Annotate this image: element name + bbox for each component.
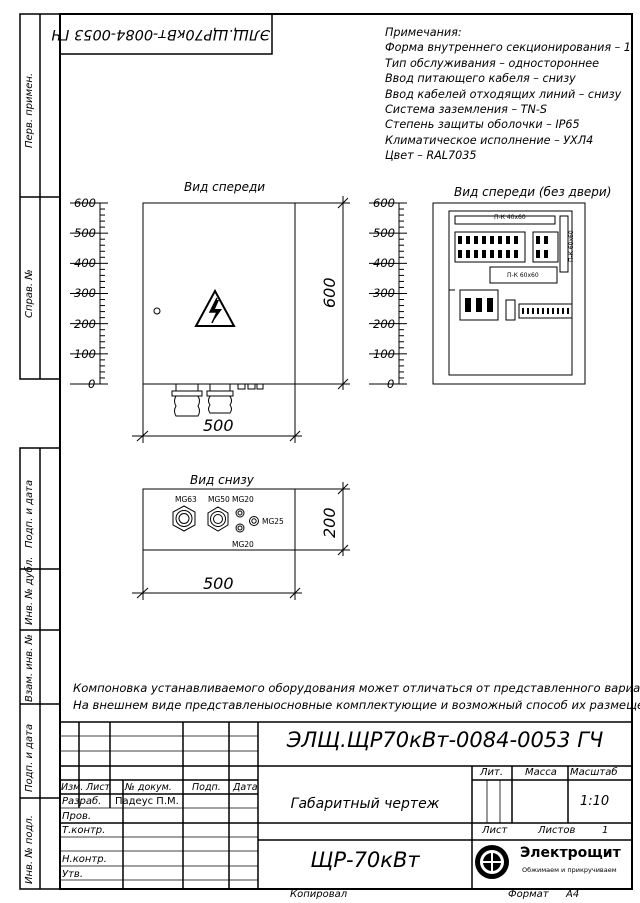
ruler-tick-label: 300 [74, 286, 96, 300]
bottom-view-title: Вид снизу [190, 473, 254, 487]
side-label-vzam-inv: Взам. инв. № [24, 634, 35, 702]
ruler-tick-label: 200 [373, 317, 395, 331]
doc-title: Габаритный чертеж [290, 796, 440, 812]
tb-mass-label: Масса [525, 767, 557, 778]
front-width-dimension: 500 [203, 416, 234, 435]
tb-header-list: Лист [86, 782, 111, 793]
tb-role-razrab: Разраб. [62, 796, 102, 807]
ruler-tick-label: 600 [373, 196, 395, 210]
gland-label: MG20 [232, 495, 254, 504]
tb-header-docnum: № докум. [125, 782, 172, 793]
tb-role-nkontr: Н.контр. [62, 854, 107, 865]
tb-sheet-label: Лист [482, 825, 508, 836]
tb-role-tkontr: Т.контр. [62, 825, 106, 836]
company-logo-icon [475, 845, 509, 879]
gland-label: MG20 [232, 540, 254, 549]
note-line: Система заземления – TN-S [385, 103, 547, 117]
format-label: Формат [508, 889, 549, 900]
gland-label: MG63 [175, 495, 197, 504]
side-label-inv-dubl: Инв. № дубл. [24, 556, 35, 625]
product-name: ЩР-70кВт [310, 848, 420, 872]
ruler-tick-label: 500 [74, 226, 96, 240]
rotated-designation-stamp: ЭЛЩ.ЩР70кВт-0084-0053 ГЧ [51, 26, 270, 42]
ruler-tick-label: 100 [74, 347, 96, 361]
gland-label: MG50 [208, 495, 230, 504]
bottom-depth-dimension: 200 [320, 507, 339, 538]
tb-scale-label: Масштаб [570, 767, 618, 778]
front-height-dimension: 600 [320, 277, 339, 308]
side-label-sprav: Справ. № [24, 269, 35, 318]
tb-header-izm: Изм. [61, 782, 84, 793]
side-label-podp-data-2: Подп. и дата [24, 723, 35, 792]
note-line: Ввод кабелей отходящих линий – снизу [385, 87, 622, 101]
document-designation: ЭЛЩ.ЩР70кВт-0084-0053 ГЧ [286, 728, 604, 752]
copied-label: Копировал [290, 889, 348, 900]
note-line: Форма внутреннего секционирования – 1 [385, 41, 631, 55]
note-line: Климатическое исполнение – УХЛ4 [385, 133, 594, 147]
duct-label-right: П-К 60х60 [568, 230, 575, 262]
ruler-tick-label: 0 [88, 377, 96, 391]
ruler-tick-label: 200 [74, 317, 96, 331]
note-line: Степень защиты оболочки – IP65 [385, 118, 580, 132]
front-open-view-title: Вид спереди (без двери) [454, 185, 612, 199]
tb-role-utv: Утв. [62, 869, 83, 880]
format-value: А4 [566, 889, 580, 900]
tb-developer-name: Падеус П.М. [115, 796, 179, 807]
ruler-tick-label: 300 [373, 286, 395, 300]
tb-sheets-value: 1 [602, 825, 609, 836]
disclaimer: Компоновка устанавливаемого оборудования… [73, 680, 640, 714]
ruler-tick-label: 0 [387, 377, 395, 391]
duct-label-mid: П-К 60х60 [507, 272, 539, 279]
notes: Примечания: Форма внутреннего секциониро… [385, 25, 631, 164]
note-line: Тип обслуживания – одностороннее [385, 56, 600, 70]
ruler-tick-label: 500 [373, 226, 395, 240]
tb-header-podp: Подп. [192, 782, 221, 793]
bottom-width-dimension: 500 [203, 574, 234, 593]
tb-scale-value: 1:10 [580, 794, 610, 809]
side-label-perv-primen: Перв. примен. [24, 72, 35, 148]
gland-label: MG25 [262, 517, 284, 526]
ruler-tick-label: 400 [373, 256, 395, 270]
tb-sheets-label: Листов [538, 825, 576, 836]
ruler-tick-label: 600 [74, 196, 96, 210]
tb-header-data: Дата [233, 782, 258, 793]
notes-title: Примечания: [385, 26, 462, 39]
note-line: Цвет – RAL7035 [385, 149, 477, 163]
ruler-tick-label: 400 [74, 256, 96, 270]
company-slogan: Обжимаем и прикручиваем [522, 866, 617, 874]
side-label-inv-podl: Инв. № подл. [24, 815, 35, 884]
duct-label-top: П-К 40х60 [494, 214, 526, 221]
ruler-tick-label: 100 [373, 347, 395, 361]
side-label-podp-data-1: Подп. и дата [24, 479, 35, 548]
disclaimer-line: Компоновка устанавливаемого оборудования… [73, 681, 640, 695]
tb-lit-label: Лит. [480, 767, 504, 778]
company-name: Электрощит [520, 845, 621, 861]
note-line: Ввод питающего кабеля – снизу [385, 72, 576, 86]
disclaimer-line: На внешнем виде представленыосновные ком… [73, 698, 640, 712]
tb-role-prov: Пров. [62, 811, 92, 822]
front-view-title: Вид спереди [184, 180, 266, 194]
